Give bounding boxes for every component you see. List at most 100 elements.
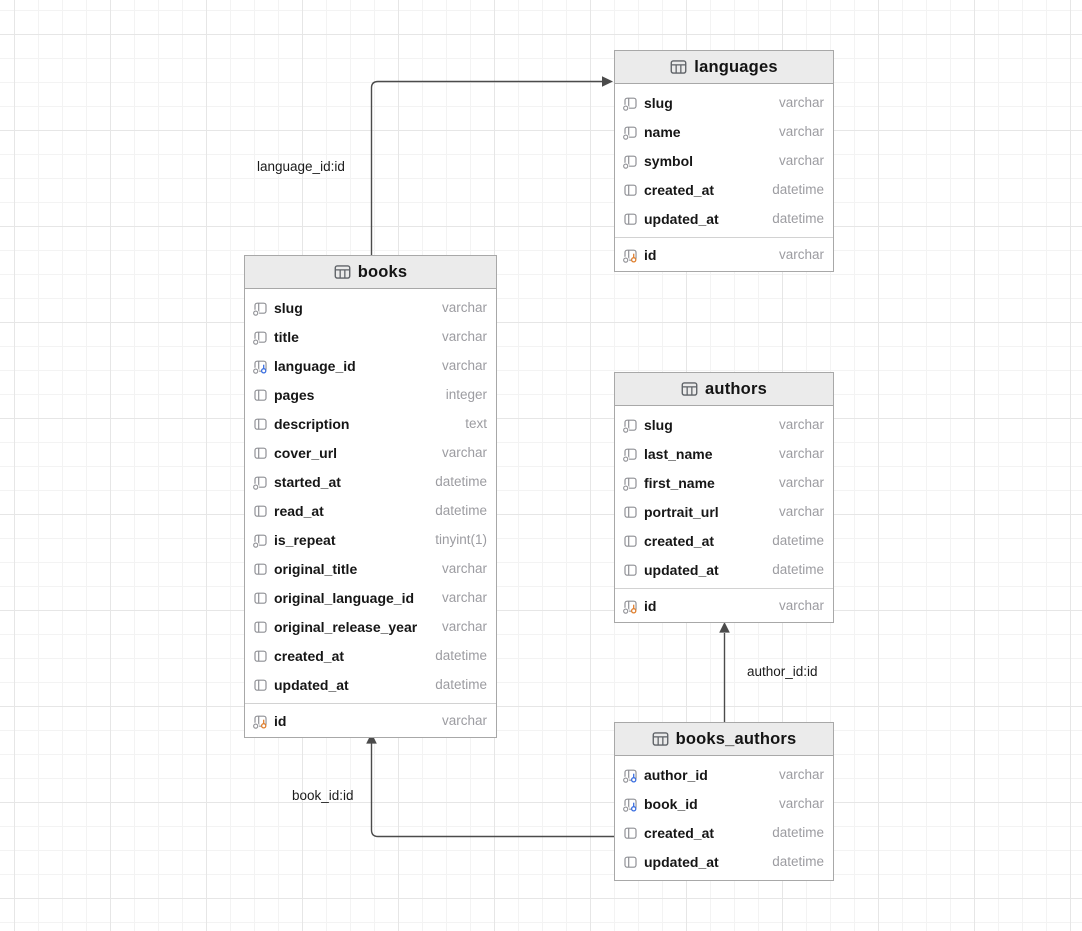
column-name: name: [644, 123, 681, 140]
column-icon: [623, 855, 638, 870]
column-type: varchar: [441, 329, 487, 344]
column-name: original_title: [274, 560, 358, 577]
column-name: slug: [644, 416, 673, 433]
column-name: id: [274, 712, 287, 729]
edge-books-languages[interactable]: [370, 76, 614, 256]
column-name: slug: [274, 299, 303, 316]
column-icon: [253, 417, 268, 432]
table-icon: [334, 264, 351, 280]
edge-books_authors-authors[interactable]: [719, 622, 730, 723]
column-type: varchar: [778, 153, 824, 168]
column-name: updated_at: [274, 676, 349, 693]
column-type: varchar: [441, 358, 487, 373]
column-icon: [623, 826, 638, 841]
column-name: cover_url: [274, 444, 338, 461]
column-indexed-icon: [623, 96, 638, 111]
edge-books_authors-books[interactable]: [366, 733, 615, 838]
table-books_authors-header[interactable]: books_authors: [615, 723, 833, 756]
column-icon: [253, 678, 268, 693]
table-languages-header[interactable]: languages: [615, 51, 833, 84]
column-icon: [253, 649, 268, 664]
column-indexed-icon: [623, 447, 638, 462]
column-type: tinyint(1): [435, 532, 487, 547]
column-name: symbol: [644, 152, 694, 169]
column-row[interactable]: original_title varchar: [245, 554, 496, 583]
column-type: datetime: [772, 182, 824, 197]
column-type: varchar: [778, 598, 824, 613]
column-pk-icon: [623, 248, 638, 263]
column-type: varchar: [441, 590, 487, 605]
column-name: read_at: [274, 502, 324, 519]
column-pk-icon: [253, 714, 268, 729]
column-type: varchar: [778, 124, 824, 139]
table-icon: [670, 59, 687, 75]
column-name: original_language_id: [274, 589, 415, 606]
column-name: id: [644, 597, 657, 614]
column-icon: [623, 183, 638, 198]
table-authors-key-columns: id varchar: [615, 588, 833, 622]
column-type: varchar: [441, 300, 487, 315]
column-indexed-icon: [623, 418, 638, 433]
column-row[interactable]: slug varchar: [245, 293, 496, 322]
column-icon: [623, 505, 638, 520]
column-icon: [253, 388, 268, 403]
column-row[interactable]: created_at datetime: [615, 175, 833, 204]
column-row[interactable]: original_language_id varchar: [245, 583, 496, 612]
table-books-header[interactable]: books: [245, 256, 496, 289]
column-type: datetime: [435, 648, 487, 663]
column-type: varchar: [778, 767, 824, 782]
column-type: varchar: [778, 504, 824, 519]
column-row[interactable]: name varchar: [615, 117, 833, 146]
column-name: created_at: [644, 181, 715, 198]
column-row[interactable]: id varchar: [615, 591, 833, 620]
column-type: integer: [445, 387, 487, 402]
column-fk-icon: [253, 359, 268, 374]
edge-label-language-id: language_id:id: [257, 159, 345, 174]
column-indexed-icon: [623, 476, 638, 491]
column-pk-icon: [623, 599, 638, 614]
column-type: datetime: [772, 854, 824, 869]
column-name: description: [274, 415, 350, 432]
edge-label-author-id: author_id:id: [747, 664, 818, 679]
table-authors-header[interactable]: authors: [615, 373, 833, 406]
column-type: varchar: [778, 475, 824, 490]
column-name: original_release_year: [274, 618, 418, 635]
column-indexed-icon: [253, 330, 268, 345]
column-fk-icon: [623, 768, 638, 783]
column-type: varchar: [441, 561, 487, 576]
column-row[interactable]: symbol varchar: [615, 146, 833, 175]
